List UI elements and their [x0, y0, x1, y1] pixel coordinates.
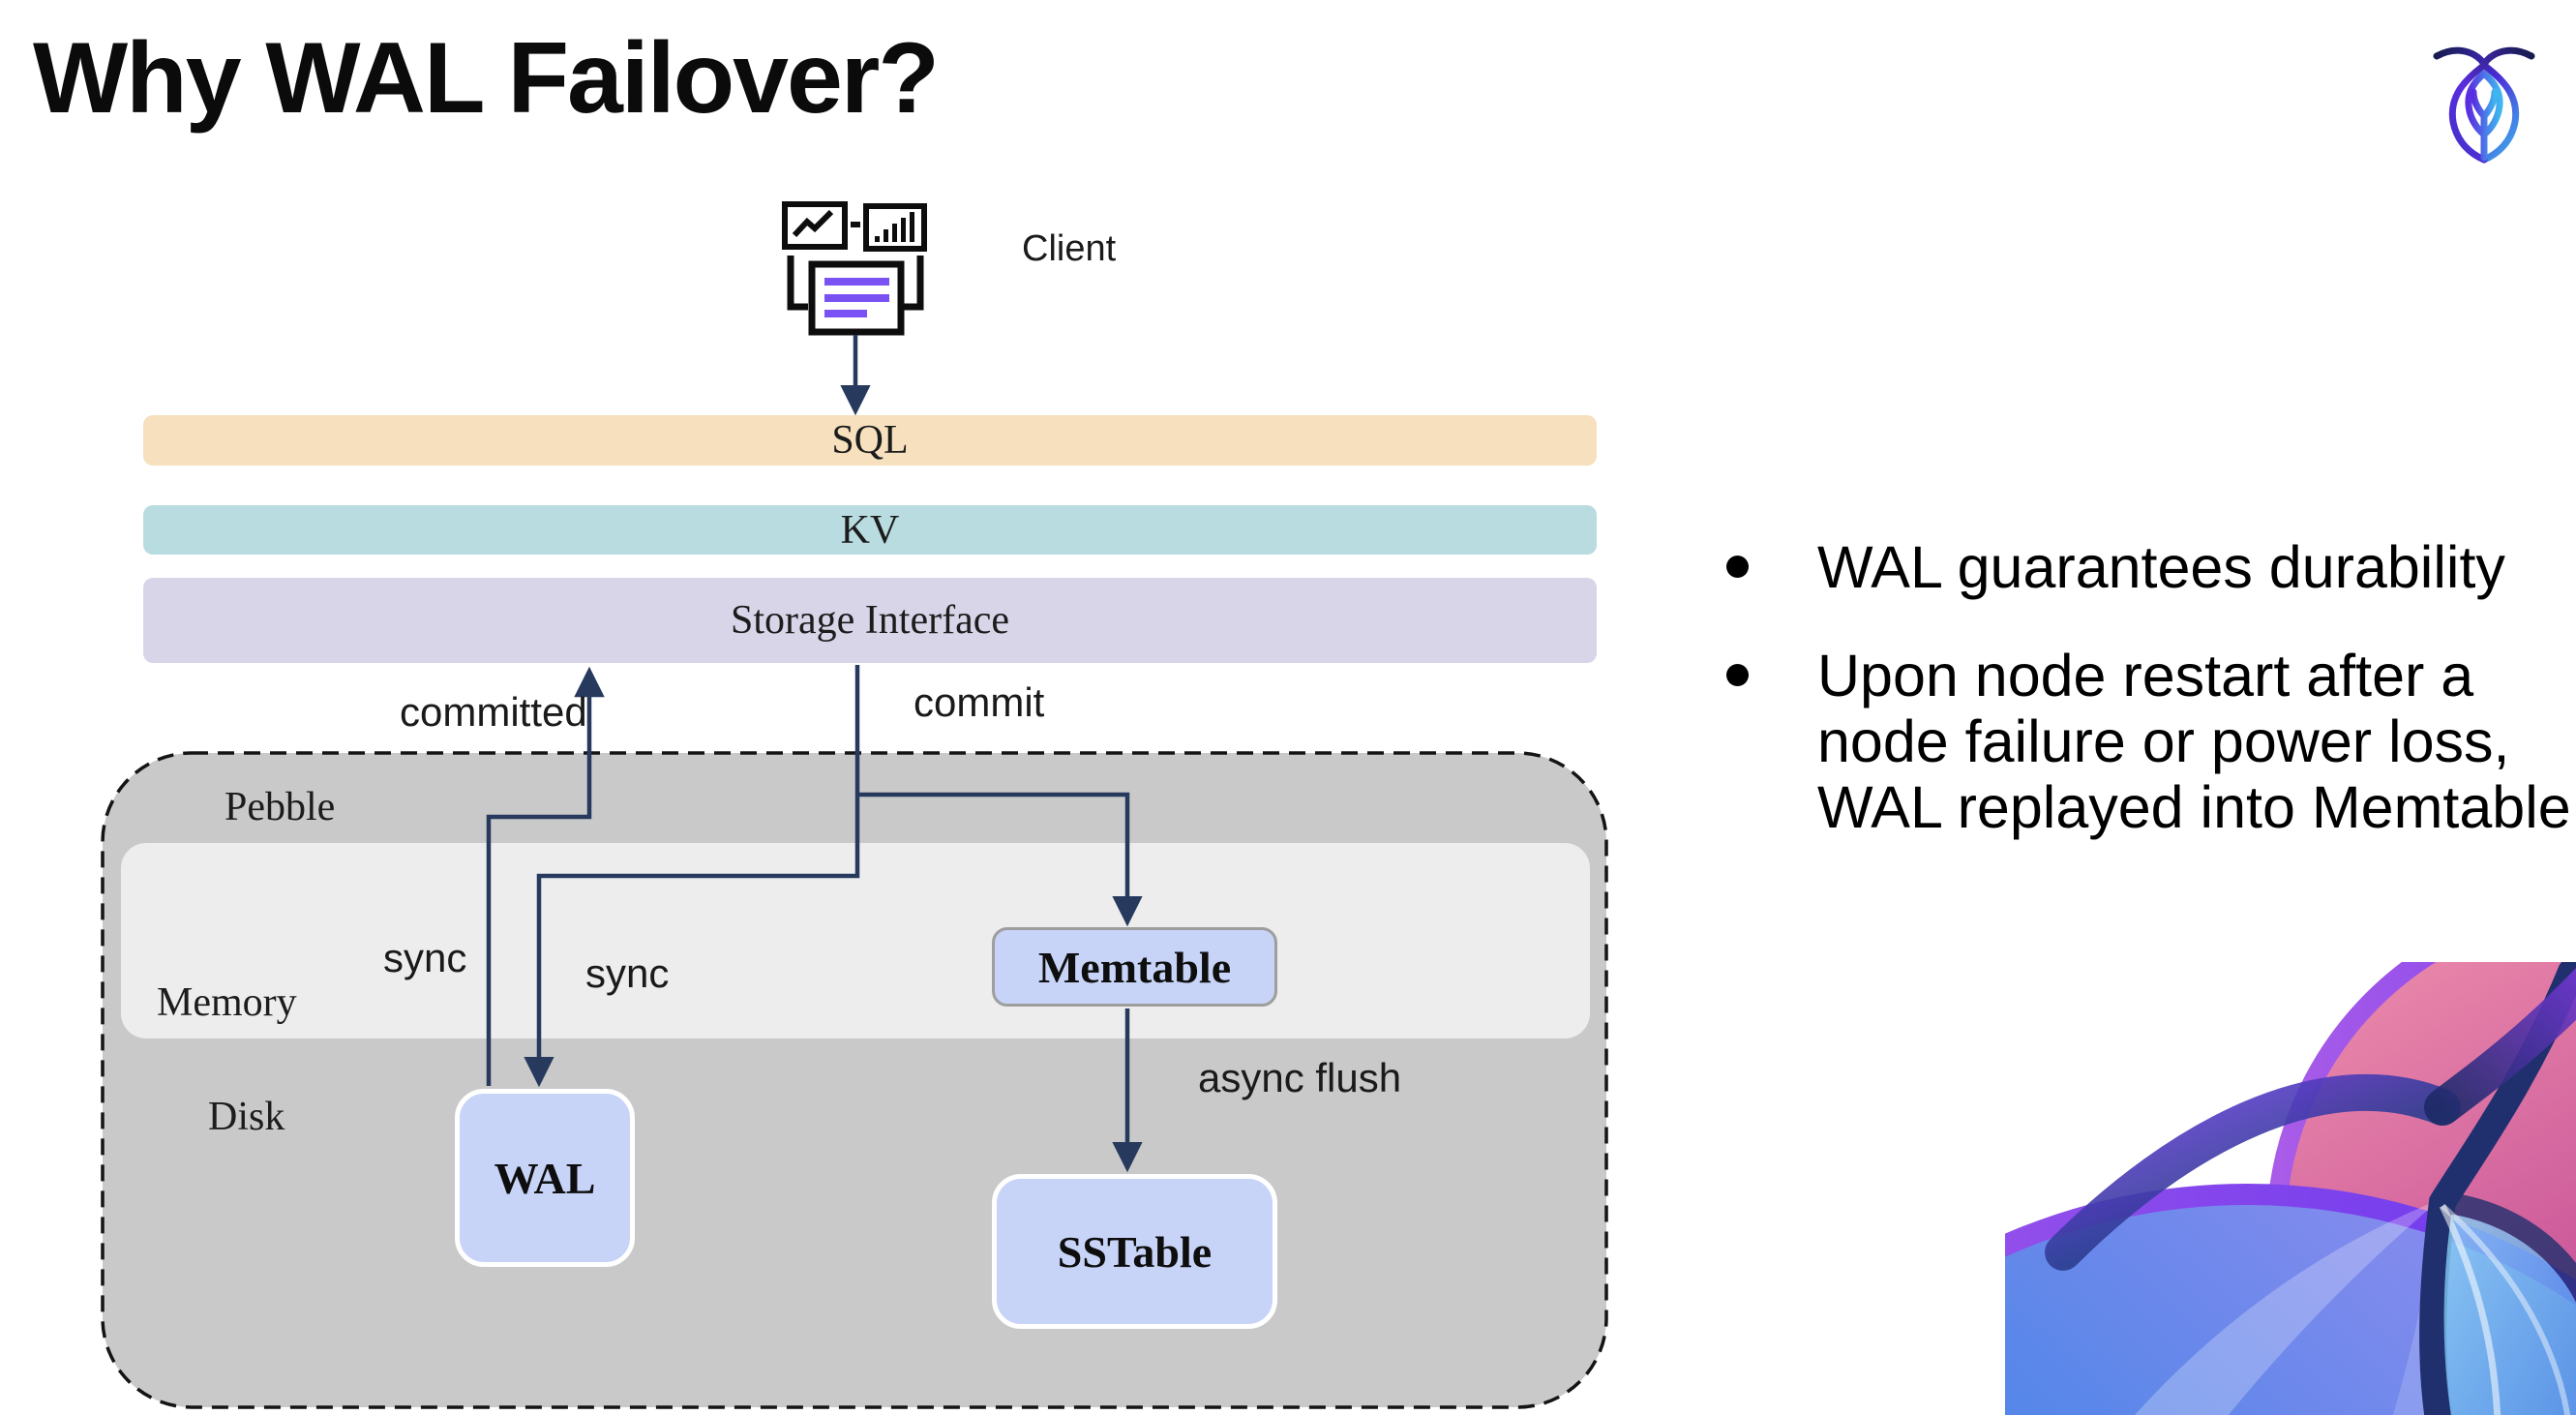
right-bracket: [903, 256, 924, 311]
client-workstation-icon: [782, 201, 927, 336]
bullet-list: WAL guarantees durability Upon node rest…: [1713, 534, 2574, 840]
memory-region: [121, 843, 1590, 1039]
node-memtable-label: Memtable: [1037, 942, 1232, 992]
node-wal-label: WAL: [494, 1153, 596, 1203]
line-chart-icon: [782, 201, 848, 250]
bullet-text: WAL guarantees durability: [1817, 534, 2505, 600]
node-wal: WAL: [455, 1089, 635, 1267]
bullet-item: WAL guarantees durability: [1713, 534, 2574, 600]
page-title: Why WAL Failover?: [33, 22, 940, 135]
cockroachdb-art-decoration: [2005, 962, 2576, 1415]
layer-sql-label: SQL: [831, 418, 909, 463]
node-sstable-label: SSTable: [1057, 1226, 1213, 1277]
disk-label: Disk: [208, 1095, 285, 1139]
layer-storage-interface-label: Storage Interface: [731, 598, 1009, 643]
bullet-dot: [1726, 556, 1749, 578]
cockroachdb-logo-icon: [2433, 46, 2535, 164]
pebble-label: Pebble: [225, 785, 336, 829]
layer-kv-label: KV: [840, 507, 900, 553]
edge-label-committed: committed: [400, 689, 587, 735]
node-sstable: SSTable: [992, 1174, 1277, 1329]
node-memtable: Memtable: [992, 927, 1277, 1007]
bullet-text: Upon node restart after a node failure o…: [1817, 643, 2571, 840]
edge-label-async-flush: async flush: [1198, 1055, 1402, 1100]
layer-storage-interface: Storage Interface: [143, 578, 1597, 663]
layer-sql: SQL: [143, 415, 1597, 466]
client-label: Client: [1022, 228, 1117, 269]
memory-label: Memory: [157, 980, 297, 1025]
layer-kv: KV: [143, 505, 1597, 555]
edge-label-sync-right: sync: [585, 950, 670, 996]
edge-label-sync-left: sync: [383, 935, 467, 980]
bullet-item: Upon node restart after a node failure o…: [1713, 643, 2574, 840]
edge-label-commit: commit: [914, 679, 1045, 725]
left-bracket: [787, 256, 808, 311]
bullet-dot: [1726, 664, 1749, 686]
